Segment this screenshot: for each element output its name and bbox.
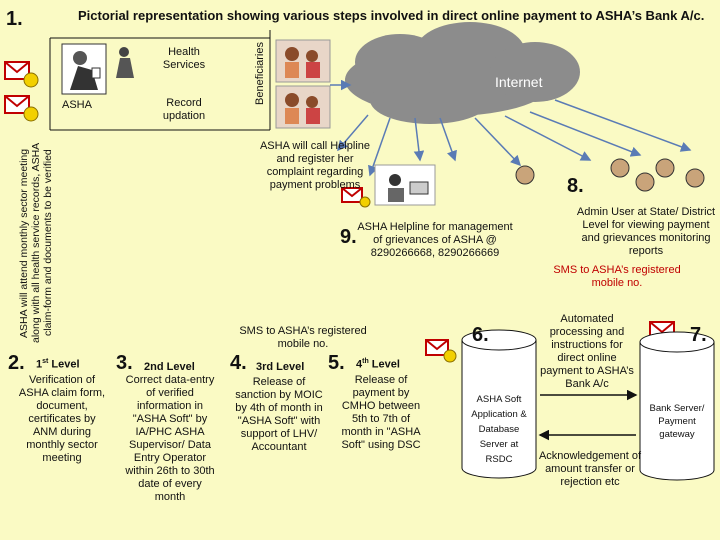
step-9-number: 9.: [340, 226, 357, 248]
bank-server-text: Bank Server/ Payment gateway: [649, 403, 705, 440]
auto-processing-text: Automated processing and instructions fo…: [540, 313, 634, 390]
patient-icon: [116, 47, 134, 78]
sms-envelope-icon-1: [425, 339, 457, 363]
level-4-heading: 4th Level: [356, 358, 400, 371]
beneficiary-family-icon-2: [275, 85, 331, 129]
level-2-desc: Correct data-entry of verified informati…: [125, 374, 215, 503]
helpline-call-text: ASHA will call Helpline and register her…: [259, 140, 371, 191]
helpline-envelope-icon: [341, 187, 371, 208]
step-8-number: 8.: [567, 175, 584, 197]
asha-soft-text: ASHA Soft Application & Database Server …: [471, 394, 527, 465]
level-1-desc: Verification of ASHA claim form, documen…: [18, 374, 106, 464]
admin-user-text: Admin User at State/ District Level for …: [576, 206, 716, 257]
envelope-smiley-icon-1: [4, 61, 39, 88]
page-title: Pictorial representation showing various…: [78, 8, 705, 23]
level-3-desc: Release of sanction by MOIC by 4th of mo…: [235, 376, 323, 453]
level-1-heading: 1st Level: [36, 358, 80, 371]
internet-cloud-icon: [345, 22, 580, 124]
step-1-number: 1.: [6, 8, 23, 30]
level-2-number: 3.: [116, 352, 133, 374]
record-updation-label: Record updation: [162, 97, 206, 122]
level-4-number: 5.: [328, 352, 345, 374]
level-3-heading: 3rd Level: [256, 361, 305, 373]
level-4-desc: Release of payment by CMHO between 5th t…: [341, 374, 421, 451]
helpline-info-text: ASHA Helpline for management of grievanc…: [357, 221, 513, 259]
internet-label: Internet: [495, 74, 543, 90]
cloud-arrows: [330, 79, 692, 177]
sms-admin-text: SMS to ASHA’s registered mobile no.: [553, 264, 681, 289]
asha-worker-icon: [61, 43, 107, 95]
beneficiary-family-icon-1: [275, 39, 331, 83]
asha-meeting-text: ASHA will attend monthly sector meeting …: [18, 142, 54, 344]
asha-label: ASHA: [62, 99, 92, 111]
level-2-heading: 2nd Level: [144, 361, 195, 373]
envelope-smiley-icon-2: [4, 95, 39, 122]
helpline-operator-icon: [374, 164, 436, 206]
acknowledgement-text: Acknowledgement of amount transfer or re…: [538, 450, 642, 488]
level-3-number: 4.: [230, 352, 247, 374]
sms-left-text: SMS to ASHA’s registered mobile no.: [239, 325, 367, 350]
asha-soft-database-icon: [461, 329, 537, 479]
step-7-number: 7.: [690, 324, 707, 346]
health-services-label: Health Services: [162, 46, 206, 71]
step-6-number: 6.: [472, 324, 489, 346]
beneficiaries-label: Beneficiaries: [254, 42, 266, 106]
admin-user-icons: [515, 158, 705, 192]
level-1-number: 2.: [8, 352, 25, 374]
bank-server-database-icon: [639, 331, 715, 481]
